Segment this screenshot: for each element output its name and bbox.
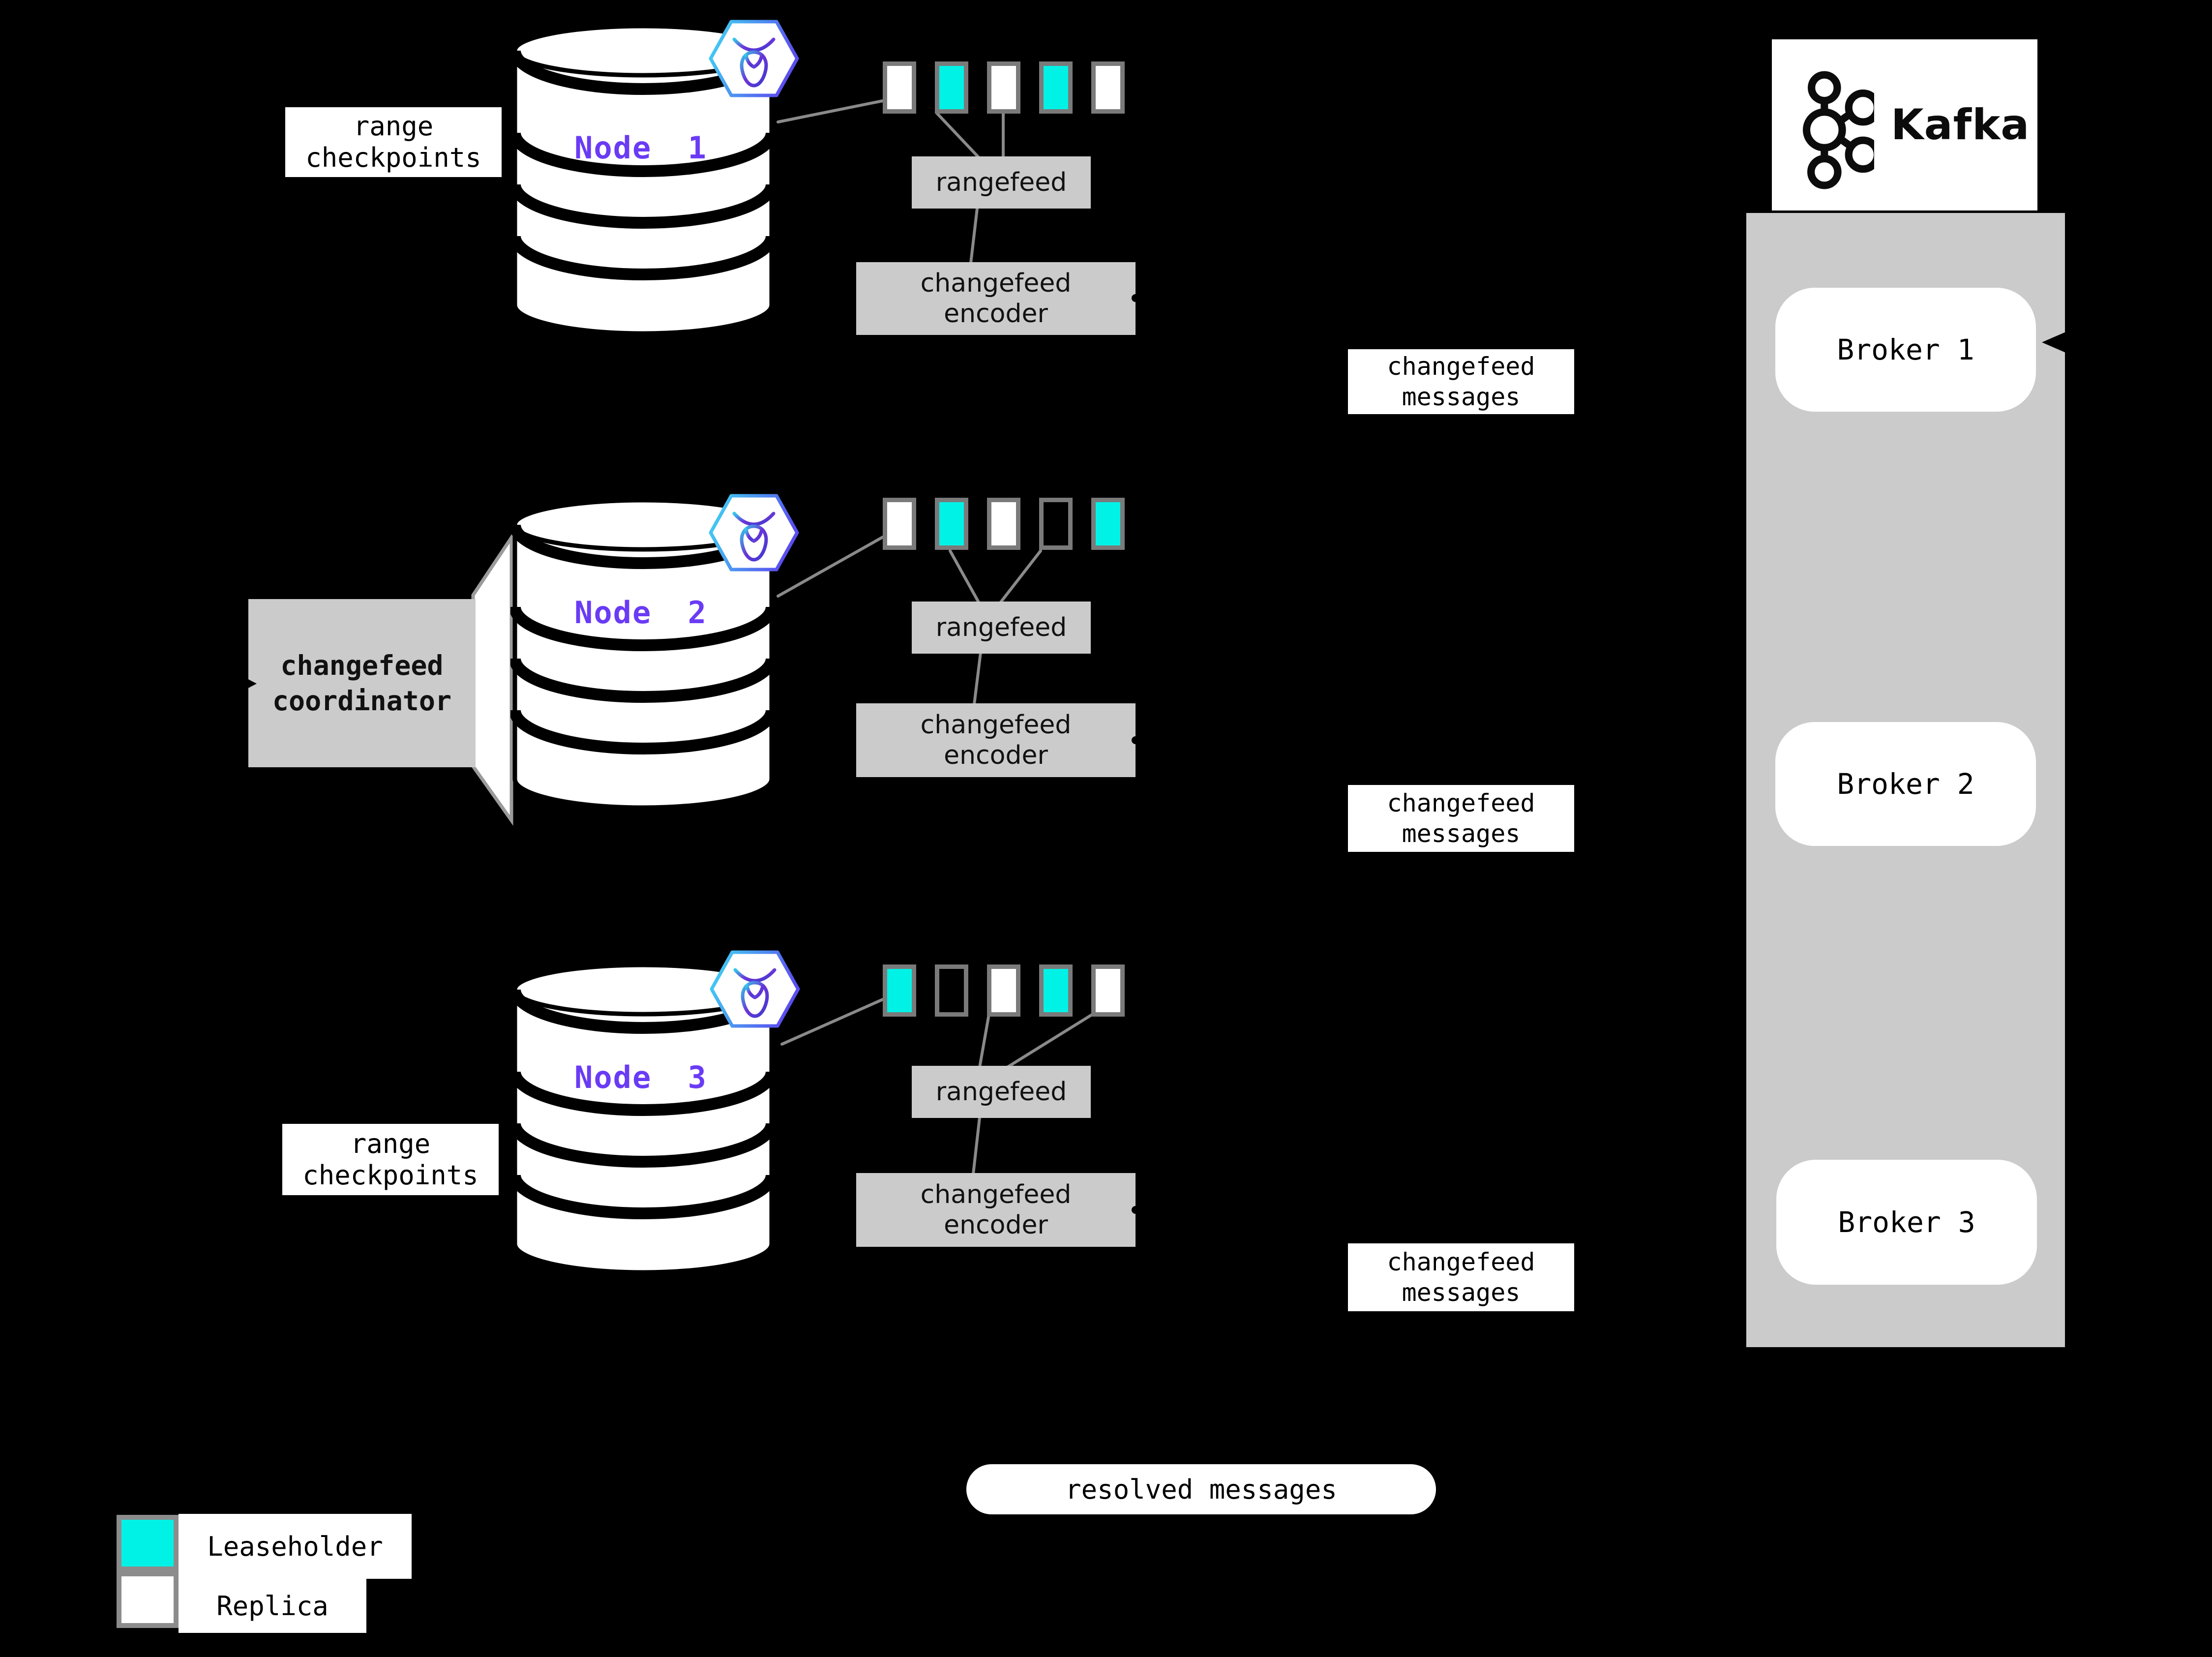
range-replica bbox=[1091, 61, 1125, 114]
arrow-stub-encoder-3 bbox=[1132, 1206, 1139, 1214]
range-replica bbox=[987, 498, 1020, 550]
node1-rangefeed-box: rangefeed bbox=[912, 156, 1091, 209]
range-leaseholder bbox=[1039, 61, 1073, 114]
label-line: encoder bbox=[944, 299, 1048, 329]
label-line: coordinator bbox=[272, 685, 452, 717]
broker-3: Broker 3 bbox=[1776, 1160, 2037, 1285]
legend-replica-label: Replica bbox=[179, 1579, 366, 1633]
label-line: Replica bbox=[216, 1590, 329, 1622]
label-line: changefeed bbox=[920, 269, 1072, 298]
broker-label: Broker 2 bbox=[1837, 767, 1974, 801]
label-line: rangefeed bbox=[935, 168, 1067, 197]
label-line: rangefeed bbox=[935, 1077, 1067, 1107]
kafka-title: Kafka bbox=[1891, 100, 2030, 150]
broker-label: Broker 1 bbox=[1837, 333, 1974, 366]
range-leaseholder bbox=[1091, 498, 1125, 550]
range-replica bbox=[883, 61, 916, 114]
range-replica bbox=[1091, 964, 1125, 1017]
label-line: range bbox=[353, 111, 434, 142]
range-leaseholder bbox=[935, 498, 968, 550]
node3-label: Node 3 bbox=[574, 1059, 707, 1095]
node2-changefeed-encoder-box: changefeed encoder bbox=[856, 703, 1136, 777]
range-checkpoints-label-1: range checkpoints bbox=[285, 107, 502, 177]
range-empty bbox=[1039, 498, 1073, 550]
label-line: changefeed bbox=[1387, 789, 1535, 817]
changefeed-messages-label-2: changefeed messages bbox=[1348, 785, 1574, 852]
range-replica bbox=[883, 498, 916, 550]
broker-2: Broker 2 bbox=[1775, 722, 2036, 846]
label-line: checkpoints bbox=[302, 1159, 478, 1191]
label-line: encoder bbox=[944, 1210, 1048, 1240]
range-leaseholder bbox=[883, 964, 916, 1017]
changefeed-coordinator-label: changefeed coordinator bbox=[248, 599, 476, 767]
label-line: messages bbox=[1402, 819, 1521, 848]
broker-1: Broker 1 bbox=[1775, 288, 2036, 412]
label-line: changefeed bbox=[920, 1180, 1072, 1209]
range-checkpoints-label-2: range checkpoints bbox=[282, 1124, 499, 1195]
node3-changefeed-encoder-box: changefeed encoder bbox=[856, 1173, 1136, 1247]
broker-label: Broker 3 bbox=[1838, 1205, 1975, 1239]
node2-rangefeed-box: rangefeed bbox=[912, 602, 1091, 654]
kafka-logo-box: Kafka bbox=[1772, 39, 2037, 211]
range-leaseholder bbox=[935, 61, 968, 114]
range-leaseholder bbox=[1039, 964, 1073, 1017]
label-line: encoder bbox=[944, 741, 1048, 770]
node2-ranges bbox=[883, 498, 1125, 550]
node3-ranges bbox=[883, 964, 1125, 1017]
label-line: messages bbox=[1402, 1278, 1521, 1307]
legend-replica-swatch bbox=[117, 1571, 179, 1628]
legend-leaseholder-swatch bbox=[117, 1515, 179, 1571]
arrow-stub-encoder-2 bbox=[1132, 736, 1139, 744]
node1-label: Node 1 bbox=[574, 129, 707, 166]
label-line: Leaseholder bbox=[207, 1531, 383, 1562]
changefeed-messages-label-3: changefeed messages bbox=[1348, 1243, 1574, 1311]
node1-ranges bbox=[883, 61, 1125, 114]
kafka-logo-icon bbox=[1802, 71, 1874, 189]
changefeed-messages-label-1: changefeed messages bbox=[1348, 349, 1574, 414]
label-line: messages bbox=[1402, 383, 1521, 411]
node2-label: Node 2 bbox=[574, 594, 707, 631]
arrowhead-into-broker-1 bbox=[2042, 331, 2068, 354]
label-line: changefeed bbox=[920, 710, 1072, 740]
legend-leaseholder-label: Leaseholder bbox=[179, 1514, 412, 1579]
label-line: resolved messages bbox=[1065, 1474, 1337, 1505]
label-line: checkpoints bbox=[305, 142, 481, 173]
label-line: changefeed bbox=[1387, 352, 1535, 381]
node3-rangefeed-box: rangefeed bbox=[912, 1066, 1091, 1118]
range-replica bbox=[987, 61, 1020, 114]
arrowhead-into-coordinator bbox=[245, 678, 257, 690]
range-empty bbox=[935, 964, 968, 1017]
label-line: rangefeed bbox=[935, 613, 1067, 642]
label-line: changefeed bbox=[1387, 1248, 1535, 1276]
resolved-messages-label: resolved messages bbox=[966, 1464, 1436, 1514]
label-line: range bbox=[350, 1128, 431, 1159]
range-replica bbox=[987, 964, 1020, 1017]
label-line: changefeed bbox=[280, 650, 444, 681]
node1-changefeed-encoder-box: changefeed encoder bbox=[856, 262, 1136, 335]
arrow-stub-encoder-1 bbox=[1132, 294, 1139, 302]
